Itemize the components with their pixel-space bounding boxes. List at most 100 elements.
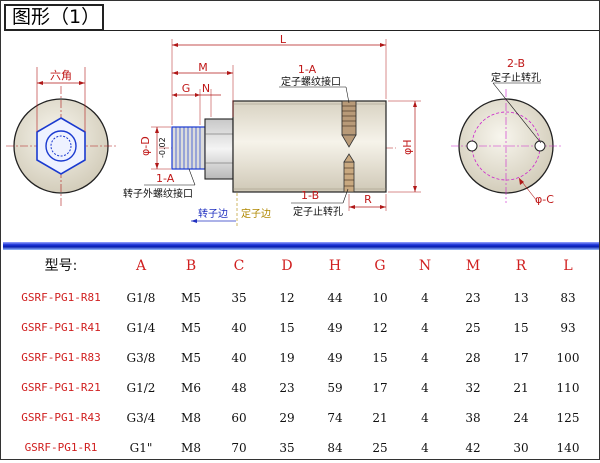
cell-L: 125 (556, 411, 580, 425)
cell-B: M8 (181, 441, 201, 455)
cell-C: 35 (231, 291, 247, 305)
R-label: R (364, 193, 372, 206)
callout-1B-leader (342, 188, 349, 204)
cell-M: 23 (465, 291, 481, 305)
cell-model: GSRF-PG1-R21 (21, 381, 101, 394)
cell-H: 49 (327, 321, 343, 335)
callout-1B-text: 定子止转孔 (293, 205, 343, 218)
callout-2B-leader (492, 82, 542, 144)
rotor-side-label: 转子边 (198, 207, 228, 220)
callout-1A-left-text: 转子外螺纹接口 (123, 187, 193, 200)
pin-hole-threads (344, 167, 354, 187)
section-divider-band (3, 242, 599, 250)
cell-model: GSRF-PG1-R43 (21, 411, 101, 424)
cell-N: 4 (421, 381, 429, 395)
cell-R: 21 (513, 381, 529, 395)
cell-M: 28 (465, 351, 481, 365)
cell-model: GSRF-PG1-R81 (21, 291, 101, 304)
D-tolerance: -0.02 (158, 137, 167, 158)
cell-H: 84 (327, 441, 343, 455)
cell-A: G1/2 (126, 381, 156, 395)
cell-R: 17 (513, 351, 529, 365)
header-C: C (233, 258, 245, 274)
cell-R: 24 (513, 411, 529, 425)
rotor-hex-flange (204, 118, 234, 180)
cell-G: 12 (372, 321, 388, 335)
table-row: GSRF-PG1-R43 G3/4 M8 60 29 74 21 4 38 24… (1, 403, 600, 433)
table-row: GSRF-PG1-R21 G1/2 M6 48 23 59 17 4 32 21… (1, 373, 600, 403)
table-row: GSRF-PG1-R81 G1/8 M5 35 12 44 10 4 23 13… (1, 283, 600, 313)
M-label: M (198, 61, 208, 74)
cell-D: 15 (279, 321, 295, 335)
cell-G: 10 (372, 291, 388, 305)
header-M: M (465, 258, 481, 274)
header-R: R (515, 258, 527, 274)
cell-L: 83 (560, 291, 576, 305)
cell-G: 17 (372, 381, 388, 395)
pin-hole-right (534, 140, 546, 152)
cell-R: 15 (513, 321, 529, 335)
hex-arrow-right (79, 81, 85, 85)
cell-R: 13 (513, 291, 529, 305)
header-model: 型号: (44, 258, 78, 274)
cell-L: 140 (556, 441, 580, 455)
callout-1A-left-leader (188, 168, 196, 186)
hex-thread-circle (50, 135, 72, 157)
cell-R: 30 (513, 441, 529, 455)
cell-L: 93 (560, 321, 576, 335)
cell-A: G3/8 (126, 351, 156, 365)
cell-B: M5 (181, 351, 201, 365)
header-H: H (328, 258, 342, 274)
cell-C: 60 (231, 411, 247, 425)
G-arrow-left (172, 93, 177, 97)
cell-B: M5 (181, 321, 201, 335)
cell-G: 25 (372, 441, 388, 455)
left-end-view: 六角 (6, 67, 118, 207)
cell-H: 74 (327, 411, 343, 425)
header-G: G (374, 258, 386, 274)
callout-1B-id: 1-B (301, 189, 319, 202)
cell-G: 15 (372, 351, 388, 365)
M-arrow-left (172, 71, 178, 75)
G-arrow-right (195, 93, 200, 97)
L-arrow-right (380, 43, 386, 47)
stator-pin-hole (343, 161, 355, 193)
cell-D: 19 (279, 351, 295, 365)
C-arrowhead (519, 178, 524, 185)
cell-C: 40 (231, 351, 247, 365)
cell-model: GSRF-PG1-R1 (24, 441, 98, 454)
callout-2B-id: 2-B (507, 57, 525, 70)
rotor-thread-lines (175, 127, 201, 169)
L-label: L (280, 33, 287, 46)
title-rule (104, 30, 599, 31)
D-arrow-top (155, 127, 159, 133)
N-label: N (202, 82, 210, 95)
cell-D: 29 (279, 411, 295, 425)
callout-1A-top-text: 定子螺纹接口 (281, 75, 341, 88)
cell-B: M6 (181, 381, 201, 395)
R-arrow-right (380, 205, 386, 209)
cell-M: 38 (465, 411, 481, 425)
callout-1A-top-id: 1-A (298, 63, 317, 76)
cell-N: 4 (421, 351, 429, 365)
pin-hole-left (466, 140, 478, 152)
table-header-row: 型号: A B C D H G N M R L (1, 251, 600, 281)
stator-port-tip (341, 134, 357, 148)
cell-C: 48 (231, 381, 247, 395)
cell-A: G3/4 (126, 411, 156, 425)
rotor-side-arrowhead (191, 219, 197, 223)
H-label: φH (401, 139, 414, 155)
stator-body (232, 100, 387, 193)
H-arrow-top (413, 101, 417, 107)
header-D: D (281, 258, 293, 274)
M-arrow-right (227, 71, 233, 75)
right-end-view: 2-B 定子止转孔 φ-C (451, 57, 561, 206)
G-label: G (182, 82, 191, 95)
figure-title: 图形（1） (4, 4, 104, 31)
cell-H: 49 (327, 351, 343, 365)
hex-inner-circle (45, 130, 77, 162)
technical-drawing: 六角 (6, 33, 561, 227)
cell-A: G1" (129, 441, 153, 455)
hex-arrow-left (37, 81, 43, 85)
cell-N: 4 (421, 321, 429, 335)
